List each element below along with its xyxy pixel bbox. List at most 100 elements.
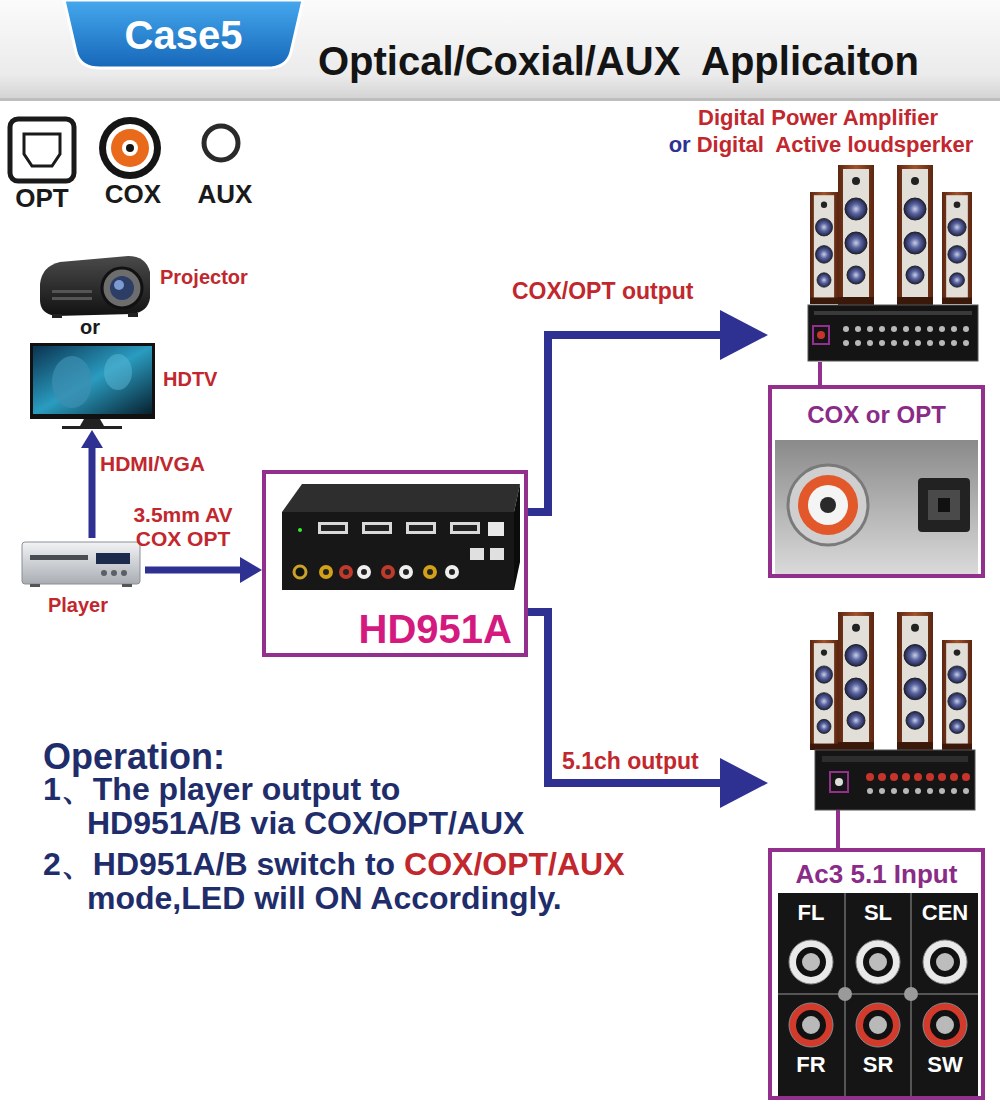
hdtv-device: HDTV bbox=[28, 340, 228, 430]
tv-screen bbox=[33, 346, 152, 414]
amplifier-jacks bbox=[864, 784, 972, 798]
amplifier-jacks bbox=[864, 770, 972, 784]
amplifier-body bbox=[808, 305, 978, 361]
jack-marker bbox=[813, 326, 829, 344]
player-foot bbox=[122, 584, 132, 587]
rca-jack-center bbox=[866, 1013, 890, 1037]
jack-label: FL bbox=[798, 900, 825, 925]
player-button bbox=[121, 570, 127, 576]
rca-jack bbox=[923, 1003, 967, 1047]
case-tab: Case5 bbox=[62, 0, 305, 72]
hdmi-port bbox=[362, 522, 392, 534]
coax-jack-pin bbox=[820, 497, 836, 513]
coax-jack-ring bbox=[798, 475, 858, 535]
optical-jack bbox=[918, 478, 970, 532]
optical-port bbox=[490, 548, 504, 560]
aux-icon bbox=[204, 126, 238, 160]
tv-stand bbox=[80, 419, 104, 426]
output-label: COX/OPT output bbox=[512, 278, 693, 304]
amplifier-body bbox=[815, 750, 975, 810]
rca-jack-center bbox=[799, 1013, 823, 1037]
converter-front bbox=[282, 512, 514, 590]
optical-jack-door bbox=[928, 490, 960, 520]
coax-icon-pin bbox=[126, 144, 134, 152]
case-label: Case5 bbox=[125, 12, 243, 58]
hdmi-port-slot bbox=[365, 525, 389, 531]
connector bbox=[145, 557, 262, 583]
hdmi-port bbox=[318, 522, 348, 534]
device-label: Projector bbox=[160, 266, 248, 289]
hdmi-port bbox=[450, 522, 480, 534]
player-display bbox=[96, 553, 130, 564]
speaker-tower bbox=[810, 640, 838, 750]
speaker-tower bbox=[942, 640, 972, 750]
coax-icon-ring bbox=[122, 140, 138, 156]
connector-line bbox=[818, 362, 822, 385]
system-heading: or bbox=[669, 132, 691, 157]
arrowhead bbox=[720, 310, 768, 360]
connector-line bbox=[145, 567, 241, 574]
rca-jack bbox=[359, 567, 369, 577]
header-band bbox=[0, 0, 1000, 100]
tab-shape bbox=[64, 0, 303, 68]
rca-jack bbox=[856, 1003, 900, 1047]
led bbox=[298, 528, 302, 532]
connector-line bbox=[528, 612, 721, 783]
model-label: HD951A bbox=[359, 606, 512, 652]
device-label: HDTV bbox=[163, 368, 217, 391]
rca-jack-center bbox=[799, 950, 823, 974]
panel-divider bbox=[778, 993, 978, 995]
projector-lens bbox=[102, 268, 142, 308]
projector-foot bbox=[128, 313, 138, 317]
panel-screw bbox=[904, 987, 918, 1001]
converter-box: HD951A bbox=[262, 470, 528, 657]
arrowhead bbox=[81, 430, 103, 448]
speaker-tower bbox=[897, 165, 933, 305]
rca-jack bbox=[789, 1003, 833, 1047]
marked-jack bbox=[817, 331, 825, 339]
optical-icon bbox=[10, 119, 74, 181]
amplifier-trim bbox=[814, 311, 972, 315]
amplifier-trim bbox=[822, 756, 968, 762]
header-rule bbox=[0, 98, 1000, 101]
projector-vent bbox=[52, 297, 92, 300]
port-callout: COX or OPT bbox=[768, 385, 985, 578]
converter-side bbox=[514, 484, 520, 590]
rca-jack bbox=[383, 567, 393, 577]
rca-jack bbox=[401, 567, 411, 577]
projector-lens-glass bbox=[110, 276, 134, 300]
amplifier-jacks bbox=[840, 322, 972, 350]
speaker-tower bbox=[838, 612, 874, 750]
speaker-tower bbox=[838, 165, 874, 305]
player-body bbox=[22, 542, 140, 584]
callout-heading: Ac3 5.1 Input bbox=[796, 860, 958, 890]
usb-port bbox=[488, 522, 504, 536]
callout-heading: COX or OPT bbox=[807, 401, 946, 429]
signal-label: 3.5mm AV COX OPT bbox=[121, 503, 245, 551]
operation-step: 1、The player output to HD951A/B via COX/… bbox=[43, 772, 541, 840]
hdmi-port-slot bbox=[453, 525, 477, 531]
hdmi-port-slot bbox=[409, 525, 433, 531]
connector bbox=[528, 612, 768, 808]
speaker-system bbox=[768, 598, 985, 810]
optical-icon-slot bbox=[24, 134, 60, 166]
projector-vent bbox=[52, 290, 92, 293]
rca-jack bbox=[923, 940, 967, 984]
connector-line bbox=[836, 810, 840, 848]
marked-jack bbox=[835, 778, 843, 786]
input-panel bbox=[778, 893, 978, 1096]
connector-line bbox=[528, 335, 721, 512]
rca-jack bbox=[321, 567, 331, 577]
player-tray bbox=[30, 555, 88, 560]
icon-label: AUX bbox=[198, 180, 253, 210]
optical-jack-slot bbox=[938, 498, 950, 512]
alternative-word: or bbox=[80, 316, 100, 339]
tv-frame bbox=[30, 343, 155, 419]
hdmi-port-slot bbox=[321, 525, 345, 531]
rca-jack bbox=[856, 940, 900, 984]
speaker-tower bbox=[942, 192, 972, 304]
speaker-system: Digital Power AmplifierorDigital Active … bbox=[768, 160, 985, 362]
system-heading: Digital Active loudsperker bbox=[697, 132, 974, 157]
